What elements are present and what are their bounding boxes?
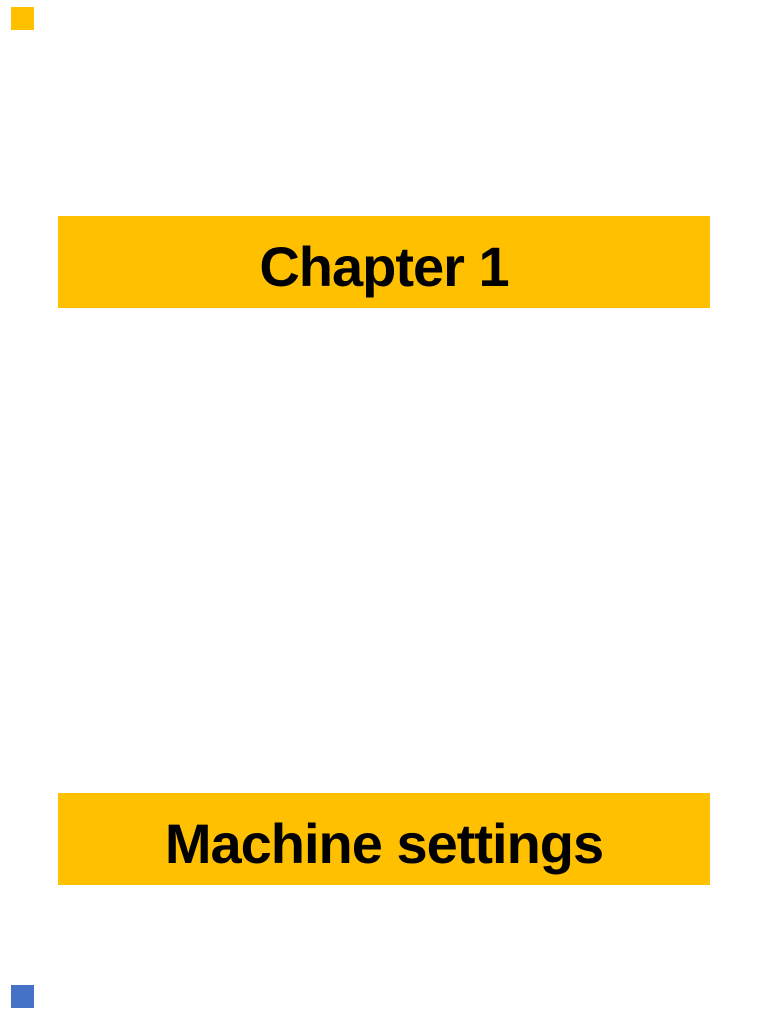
accent-square-bottom-left bbox=[11, 985, 34, 1008]
chapter-title-banner: Chapter 1 bbox=[58, 216, 710, 308]
section-title-text: Machine settings bbox=[164, 811, 604, 875]
section-title-banner: Machine settings bbox=[58, 793, 710, 885]
accent-square-top-left bbox=[11, 7, 34, 30]
chapter-title-text: Chapter 1 bbox=[259, 234, 509, 298]
